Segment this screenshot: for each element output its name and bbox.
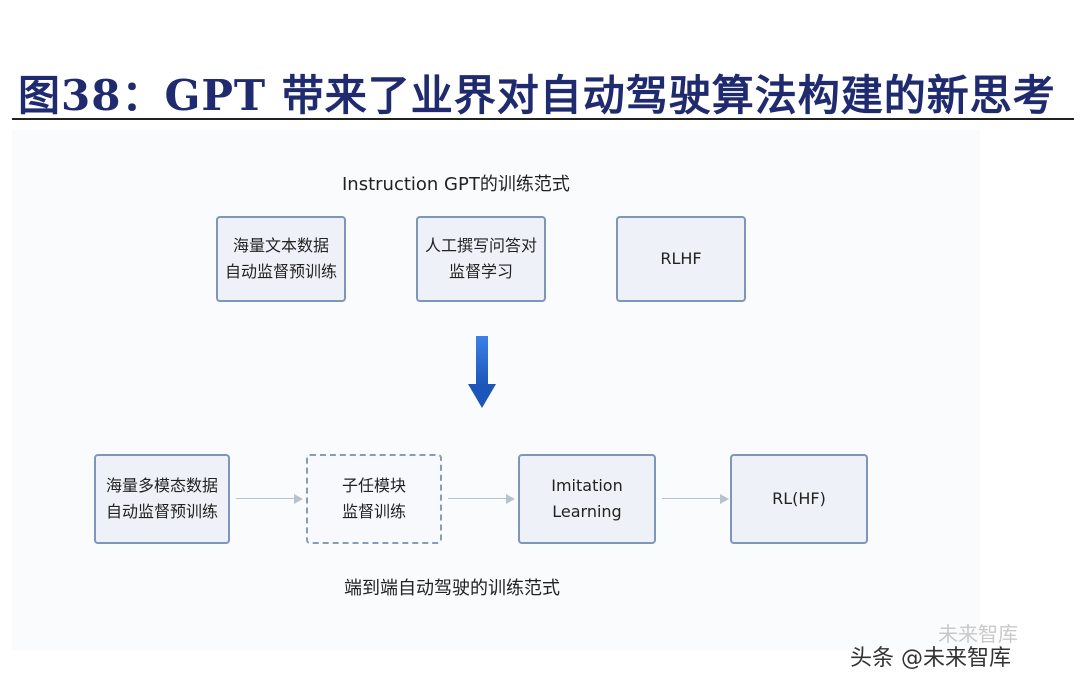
arrow-connector (448, 498, 508, 499)
e2e-heading: 端到端自动驾驶的训练范式 (344, 578, 560, 599)
box-line: RLHF (660, 249, 702, 268)
e2e-box-pretrain: 海量多模态数据自动监督预训练 (94, 454, 230, 544)
box-line: 海量文本数据 (232, 236, 329, 255)
arrow-head-icon (294, 494, 303, 504)
e2e-box-submodule: 子任模块监督训练 (306, 454, 442, 544)
box-line: 监督训练 (341, 502, 406, 521)
box-line: 监督学习 (448, 262, 513, 281)
instruct-box-supervised: 人工撰写问答对监督学习 (416, 216, 546, 302)
arrow-head-icon (506, 494, 515, 504)
instruct-box-pretrain: 海量文本数据自动监督预训练 (216, 216, 346, 302)
box-line: Imitation (551, 476, 623, 495)
down-arrow-icon (468, 336, 496, 408)
box-line: 人工撰写问答对 (424, 236, 537, 255)
instruct-box-rlhf: RLHF (616, 216, 746, 302)
e2e-box-rlhf: RL(HF) (730, 454, 868, 544)
box-line: 海量多模态数据 (105, 476, 218, 495)
box-line: 自动监督预训练 (105, 502, 218, 521)
box-line: 自动监督预训练 (224, 262, 337, 281)
page-title: 图38：GPT 带来了业界对自动驾驶算法构建的新思考 (18, 71, 1056, 120)
arrow-connector (236, 498, 296, 499)
instruct-gpt-heading: Instruction GPT的训练范式 (342, 174, 570, 195)
arrow-connector (662, 498, 722, 499)
watermark-faint: 未来智库 (938, 622, 1018, 646)
box-line: RL(HF) (772, 489, 826, 508)
box-line: Learning (552, 502, 622, 521)
watermark: 头条 @未来智库 (850, 646, 1011, 671)
arrow-head-icon (720, 494, 729, 504)
title-divider (12, 118, 1074, 120)
box-line: 子任模块 (341, 476, 406, 495)
